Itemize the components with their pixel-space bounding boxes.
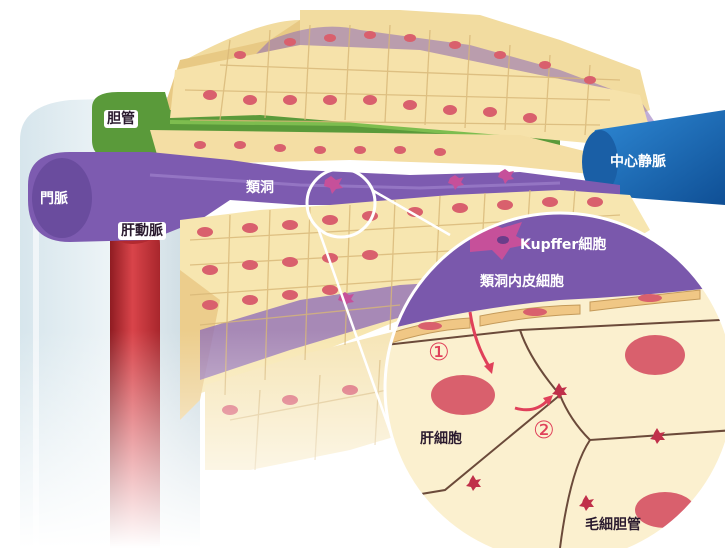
label-sinusoidal-endothelial-cell: 類洞内皮細胞 <box>480 275 564 289</box>
label-bile-duct: 胆管 <box>104 110 138 128</box>
fade-overlay <box>0 330 420 548</box>
label-kupffer-cell: Kupffer細胞 <box>520 238 606 252</box>
step-2-marker: ② <box>533 418 555 442</box>
label-central-vein: 中心静脈 <box>610 155 666 169</box>
label-bile-canaliculus: 毛細胆管 <box>585 518 641 532</box>
step-1-marker: ① <box>428 340 450 364</box>
label-sinusoid: 類洞 <box>246 181 274 195</box>
label-hepatic-artery: 肝動脈 <box>118 222 166 240</box>
label-hepatocyte: 肝細胞 <box>420 432 462 446</box>
label-portal-vein: 門脈 <box>40 192 68 206</box>
